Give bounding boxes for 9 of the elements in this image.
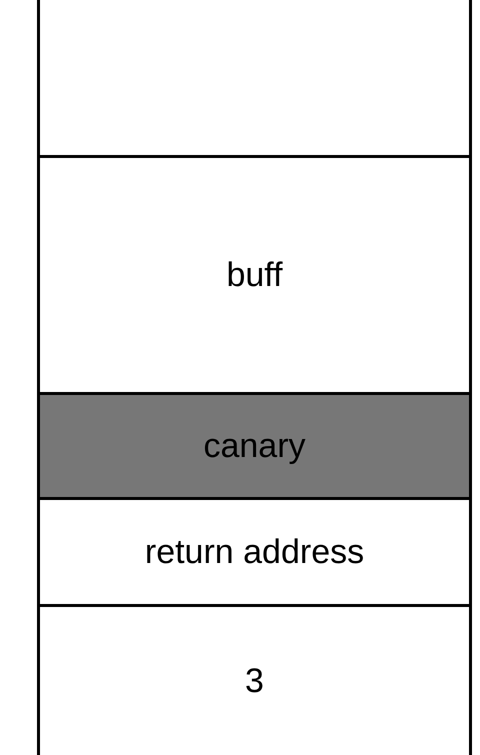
stack-frame-cell	[37, 604, 472, 755]
cell-label: 3	[245, 662, 264, 700]
cell-label: return address	[144, 532, 364, 572]
canary-cell	[37, 392, 472, 500]
stack-frame-cell	[37, 497, 472, 607]
cell-label: canary	[203, 426, 306, 466]
cell-label: buff	[226, 256, 283, 294]
stack-frame-cell	[37, 0, 472, 158]
stack-frame-cell	[37, 155, 472, 395]
